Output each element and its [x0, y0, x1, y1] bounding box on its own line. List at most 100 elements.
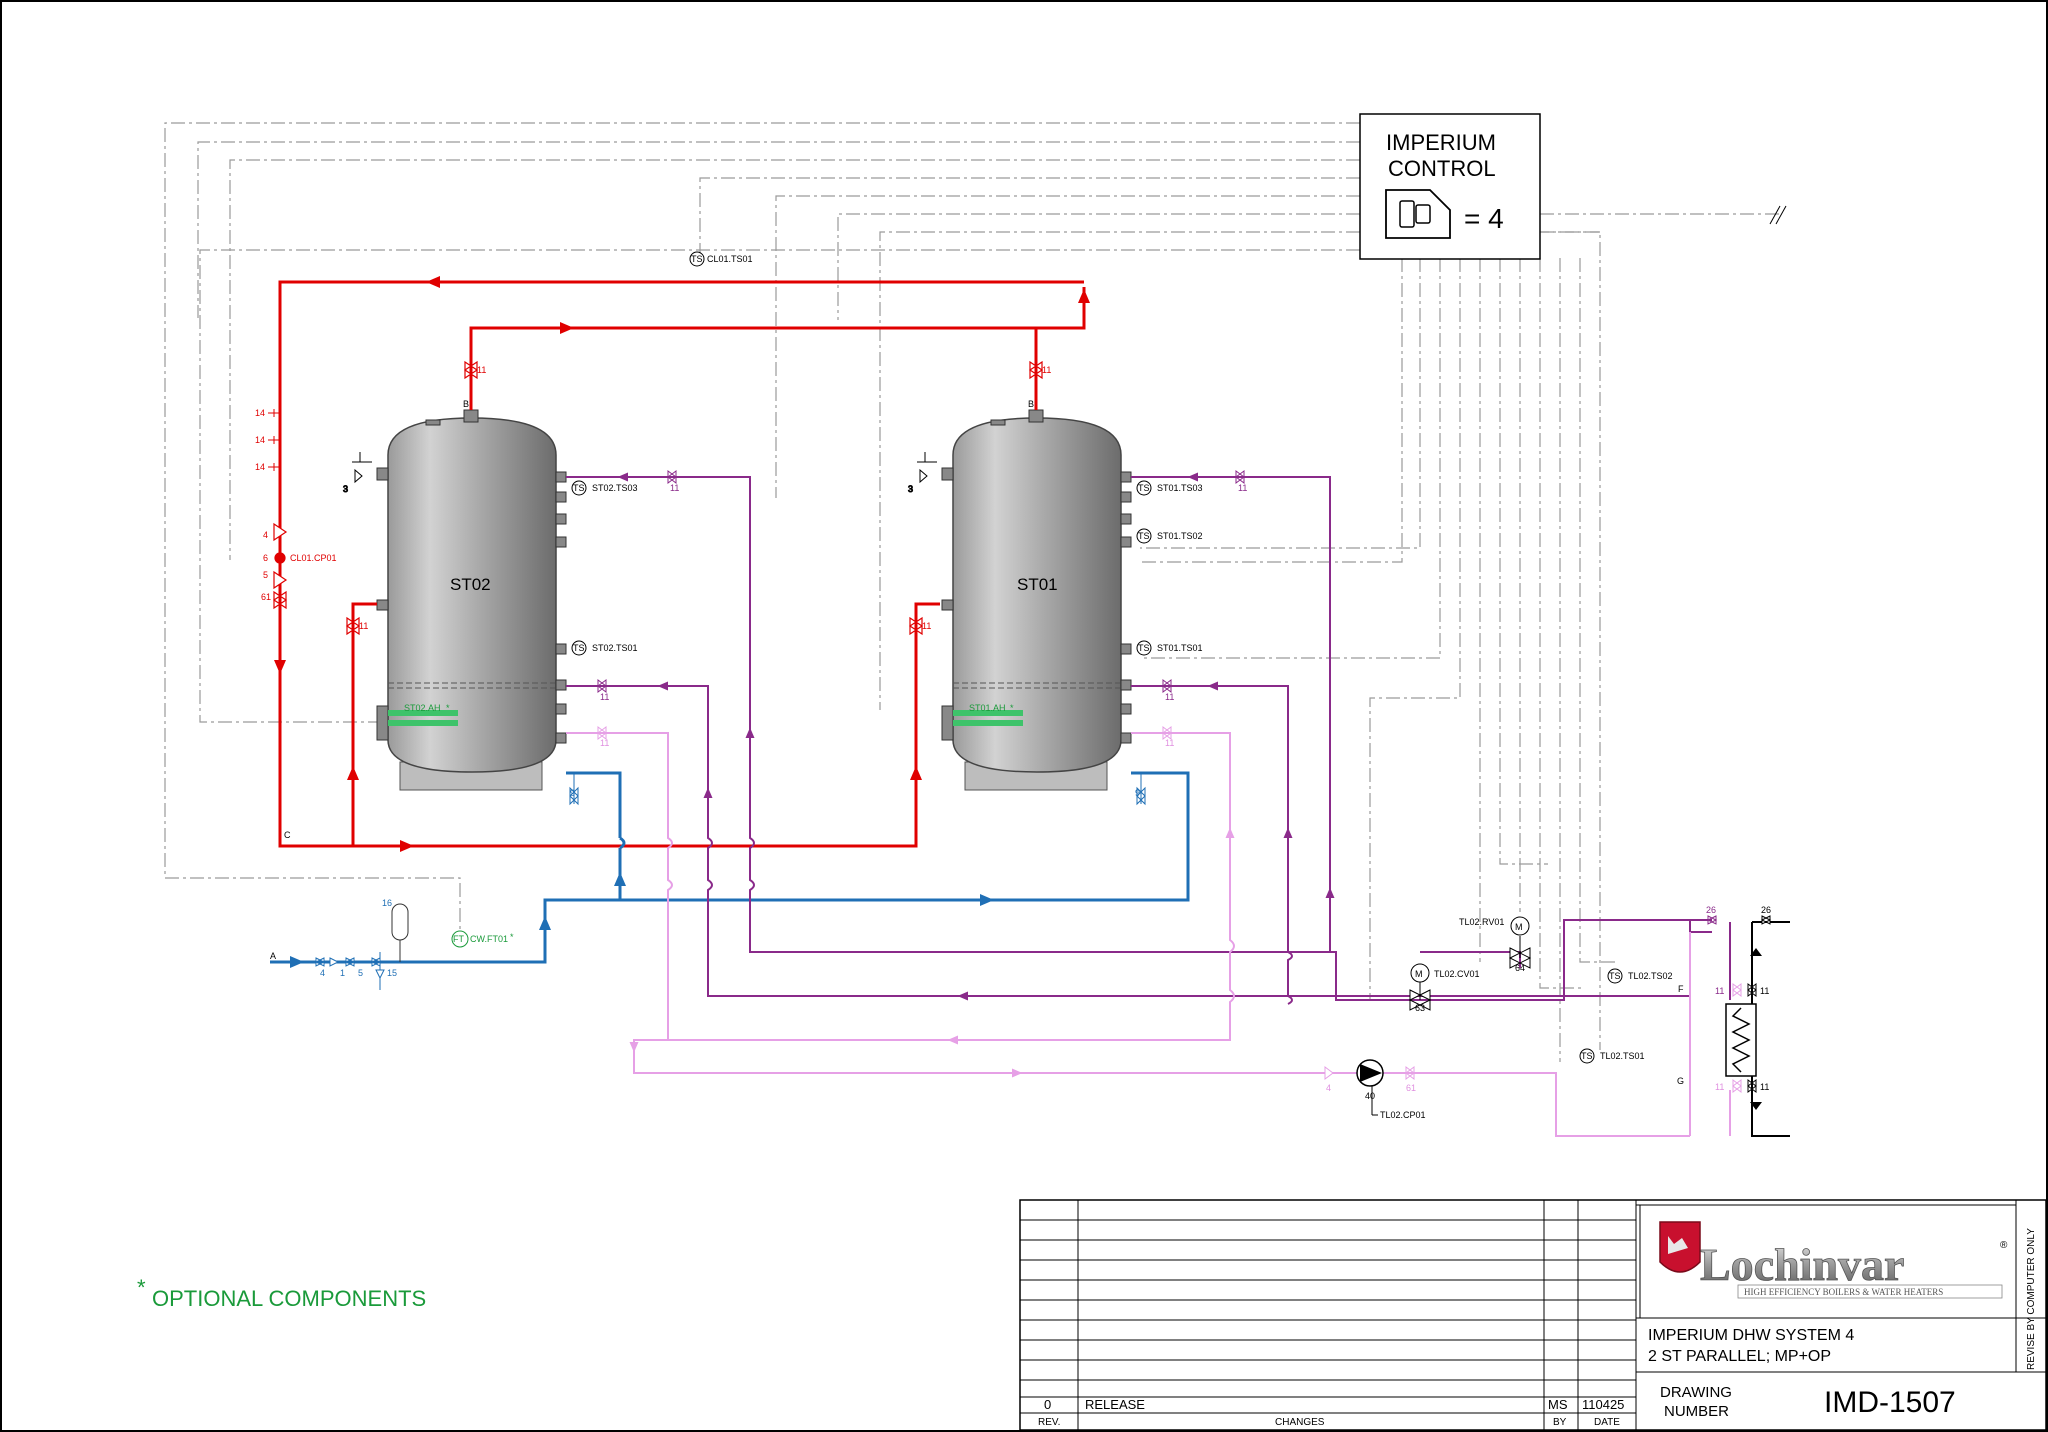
ts-tag: ST02.TS03 [592, 483, 638, 493]
recirc-labels: 11 11 11 11 [600, 483, 1247, 702]
valve-label: 5 [263, 570, 268, 580]
valve-label: 15 [387, 968, 397, 978]
drain-label: 14 [255, 408, 265, 418]
ts-tag: TL02.TS02 [1628, 971, 1673, 981]
recirc-piping [566, 476, 1712, 1005]
ts-symbol: TS [1138, 643, 1150, 653]
tank-label: 16 [382, 898, 392, 908]
recirc-light-arrows [629, 827, 1235, 1078]
m-symbol: M [1415, 969, 1423, 979]
title-block: 0 RELEASE MS 110425 REV. CHANGES BY DATE… [1019, 1199, 2047, 1431]
ts-tl02-ts01: TS TL02.TS01 [1579, 1048, 1645, 1064]
flow-sensor-cw-ft01: FT CW.FT01 * [451, 930, 514, 948]
optional-components-note: OPTIONAL COMPONENTS [152, 1286, 426, 1311]
hx-valve-label: 11 [1760, 1082, 1769, 1092]
rv01-tag: TL02.RV01 [1459, 917, 1504, 927]
m-symbol: M [1515, 922, 1523, 932]
hot-drain-ticks [268, 409, 280, 471]
cold-components [314, 773, 1146, 990]
valve-label: 61 [1406, 1083, 1416, 1093]
valve-label: 9 [1135, 788, 1140, 798]
st02-port-b: B [463, 399, 469, 409]
ts-tag: TL02.TS01 [1600, 1051, 1645, 1061]
valve-label: 11 [1165, 738, 1174, 748]
drawing-label-1: DRAWING [1660, 1384, 1732, 1401]
pump-label: 6 [263, 553, 268, 563]
brand-registered: ® [2000, 1240, 2008, 1251]
st01-name: ST01 [1017, 575, 1058, 594]
ts-symbol: TS [1138, 531, 1150, 541]
valve-tl02-rv01: M TL02.RV01 64 [1459, 916, 1532, 973]
valve-label: 4 [1326, 1083, 1331, 1093]
cv01-number: 63 [1415, 1003, 1425, 1013]
valve-label: 11 [600, 738, 609, 748]
port-c: C [284, 830, 291, 840]
ts-st02-ts01: TS ST02.TS01 [571, 640, 638, 656]
ts-symbol: TS [573, 483, 585, 493]
tank-st02: ST02 B ST02.AH * [376, 399, 567, 791]
heat-exchanger: 26 26 11 11 11 11 F G [1677, 905, 1790, 1137]
relief-number: 3 [343, 484, 348, 494]
ft-symbol: FT [453, 934, 464, 944]
by-value: MS [1548, 1397, 1568, 1412]
control-title-1: IMPERIUM [1386, 130, 1496, 155]
valve-label: 1 [340, 968, 345, 978]
valve-label: 61 [261, 592, 271, 602]
ts-st01-ts02: TS ST01.TS02 [1136, 528, 1203, 544]
ts-st02-ts03: TS ST02.TS03 [571, 480, 638, 496]
by-header: BY [1553, 1417, 1567, 1428]
hx-valve-label: 26 [1706, 905, 1716, 915]
relief-valves: 3 3 [343, 452, 937, 495]
ts-symbol: TS [1581, 1051, 1593, 1061]
ts-tag: CL01.TS01 [707, 254, 753, 264]
valve-label: 11 [359, 621, 368, 631]
cold-water-arrows [290, 872, 994, 968]
recirc-arrows [617, 472, 1335, 1001]
rv01-number: 64 [1515, 963, 1525, 973]
date-header: DATE [1594, 1417, 1620, 1428]
hot-labels: 11 11 11 11 14 14 14 4 6 CL01.CP01 5 61 … [255, 365, 1051, 840]
cold-labels: A 4 1 5 15 16 9 9 [270, 788, 1140, 978]
recirc-light-labels: 11 11 4 61 [600, 738, 1416, 1093]
st01-heater-label: ST01.AH [969, 703, 1006, 713]
ts-cl01-ts01: TS CL01.TS01 [689, 251, 753, 267]
hx-valve-label: 11 [1760, 986, 1769, 996]
control-exit-ticks [1769, 205, 1787, 225]
drawing-title-2: 2 ST PARALLEL; MP+OP [1648, 1348, 1831, 1365]
valve-label: 9 [570, 788, 575, 798]
st02-name: ST02 [450, 575, 491, 594]
revise-note: REVISE BY COMPUTER ONLY [2026, 1228, 2037, 1370]
ts-tag: ST01.TS02 [1157, 531, 1203, 541]
recirc-light-valves [597, 726, 1415, 1080]
valve-label: 11 [670, 483, 679, 493]
recirc-light-piping [566, 732, 1691, 1137]
valve-label: 11 [1238, 483, 1247, 493]
control-equals: = 4 [1464, 203, 1504, 234]
changes-header: CHANGES [1275, 1417, 1325, 1428]
valve-label: 11 [922, 621, 931, 631]
hx-valve-label: 11 [1715, 1082, 1724, 1092]
ts-tag: ST01.TS03 [1157, 483, 1203, 493]
st01-heater-star: * [1010, 703, 1014, 713]
pump-tl02-cp01: 40 TL02.CP01 [1356, 1059, 1426, 1120]
drawing-title-1: IMPERIUM DHW SYSTEM 4 [1648, 1327, 1854, 1344]
port-a: A [270, 951, 276, 961]
st02-heater-label: ST02.AH [404, 703, 441, 713]
ts-symbol: TS [691, 254, 703, 264]
relief-number: 3 [908, 484, 913, 494]
drawing-label-2: NUMBER [1664, 1403, 1729, 1420]
ts-tag: ST01.TS01 [1157, 643, 1203, 653]
ts-tl02-ts02: TS TL02.TS02 [1607, 968, 1673, 984]
hx-valve-label: 26 [1761, 905, 1771, 915]
valve-tl02-cv01: M TL02.CV01 63 [1408, 963, 1480, 1013]
temperature-sensors: TS CL01.TS01 TS ST02.TS03 TS ST02.TS01 T… [571, 251, 1673, 1064]
drawing-number: IMD-1507 [1824, 1386, 1956, 1419]
ts-st01-ts03: TS ST01.TS03 [1136, 480, 1203, 496]
hot-water-arrows [274, 276, 1090, 852]
lochinvar-logo: Lochinvar ® HIGH EFFICIENCY BOILERS & WA… [1659, 1221, 2008, 1299]
pump-number: 40 [1365, 1091, 1375, 1101]
pump-tag: CL01.CP01 [290, 553, 337, 563]
valve-label: 11 [1165, 692, 1174, 702]
